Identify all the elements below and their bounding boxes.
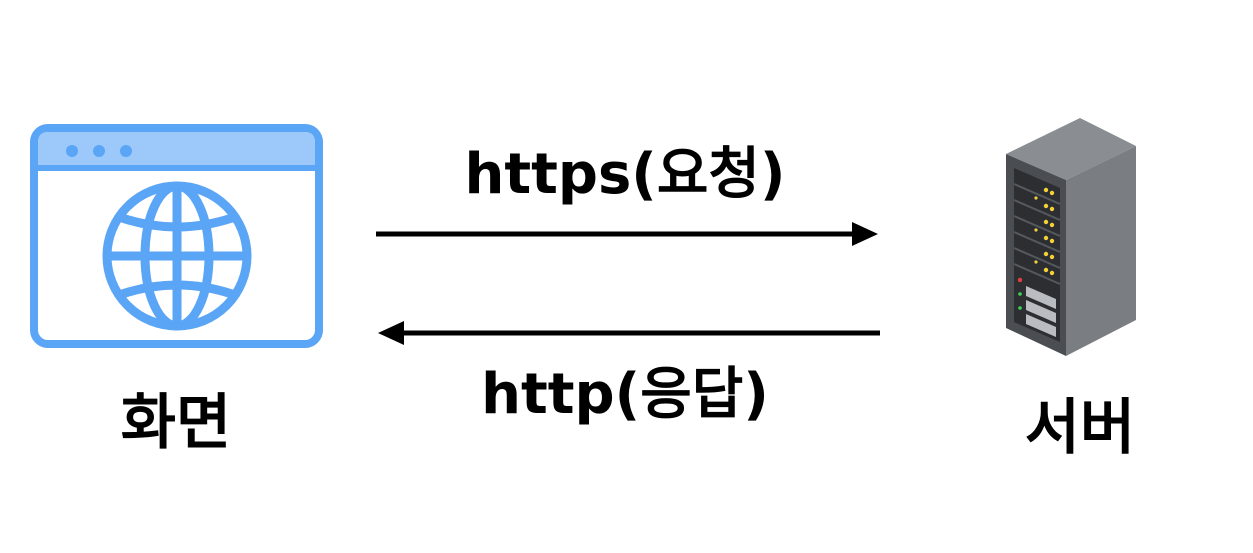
request-arrow (376, 222, 878, 246)
server-rack-icon (1006, 118, 1136, 356)
response-label: http(응답) (481, 362, 769, 427)
client-label: 화면 (120, 388, 232, 458)
browser-globe-icon (30, 124, 323, 348)
response-arrow (378, 321, 880, 345)
server-label: 서버 (1024, 393, 1136, 463)
request-label: https(요청) (464, 142, 786, 207)
